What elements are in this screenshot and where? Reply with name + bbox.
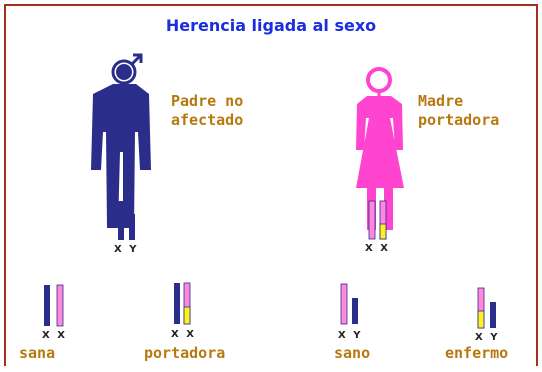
offspring-4-chromosome-label: X Y: [475, 332, 500, 343]
border-top: [4, 4, 538, 6]
mother-mutant-band: [379, 223, 387, 240]
father-chromosome-label: X Y: [114, 244, 139, 255]
border-right: [536, 4, 538, 366]
border-left: [4, 4, 6, 366]
offspring-3-status: sano: [334, 344, 371, 362]
offspring-4-status: enfermo: [445, 344, 509, 362]
offspring-2-chromosome-label: X X: [171, 329, 196, 340]
offspring-3-x-maternal: [340, 283, 348, 325]
mother-figure: [356, 67, 404, 230]
offspring-2-status: portadora: [144, 344, 226, 362]
offspring-1-x-paternal: [44, 285, 50, 326]
offspring-4-y-paternal: [490, 302, 496, 328]
father-head: [113, 61, 135, 83]
offspring-2-x-paternal: [174, 283, 180, 324]
mother-body: [356, 96, 404, 230]
mother-chromosomes: [368, 200, 387, 240]
offspring-3-chromosome-label: X Y: [338, 330, 363, 341]
offspring-2-chromosomes: [174, 282, 191, 325]
father-chromosomes: [118, 201, 135, 240]
offspring-3-chromosomes: [340, 283, 358, 325]
offspring-1-chromosome-label: X X: [42, 330, 67, 341]
father-body: [91, 84, 151, 228]
offspring-2-mutant-band: [183, 306, 191, 325]
slide-title: Herencia ligada al sexo: [165, 16, 377, 35]
mother-head: [366, 67, 392, 93]
offspring-1-status: sana: [19, 344, 56, 362]
father-figure: [91, 53, 151, 228]
male-symbol-icon: [111, 53, 143, 85]
offspring-4-mutant-band: [477, 310, 485, 329]
mother-x-chromosome-normal: [368, 200, 376, 240]
mother-label: Madre portadora: [418, 92, 500, 129]
offspring-1-chromosomes: [44, 284, 64, 327]
offspring-3-y-paternal: [352, 298, 358, 324]
offspring-1-x-maternal: [56, 284, 64, 327]
father-label: Padre no afectado: [171, 92, 244, 129]
father-x-chromosome: [118, 201, 124, 240]
offspring-4-chromosomes: [477, 287, 496, 329]
mother-chromosome-label: X X: [365, 243, 390, 254]
father-y-chromosome: [129, 214, 135, 240]
